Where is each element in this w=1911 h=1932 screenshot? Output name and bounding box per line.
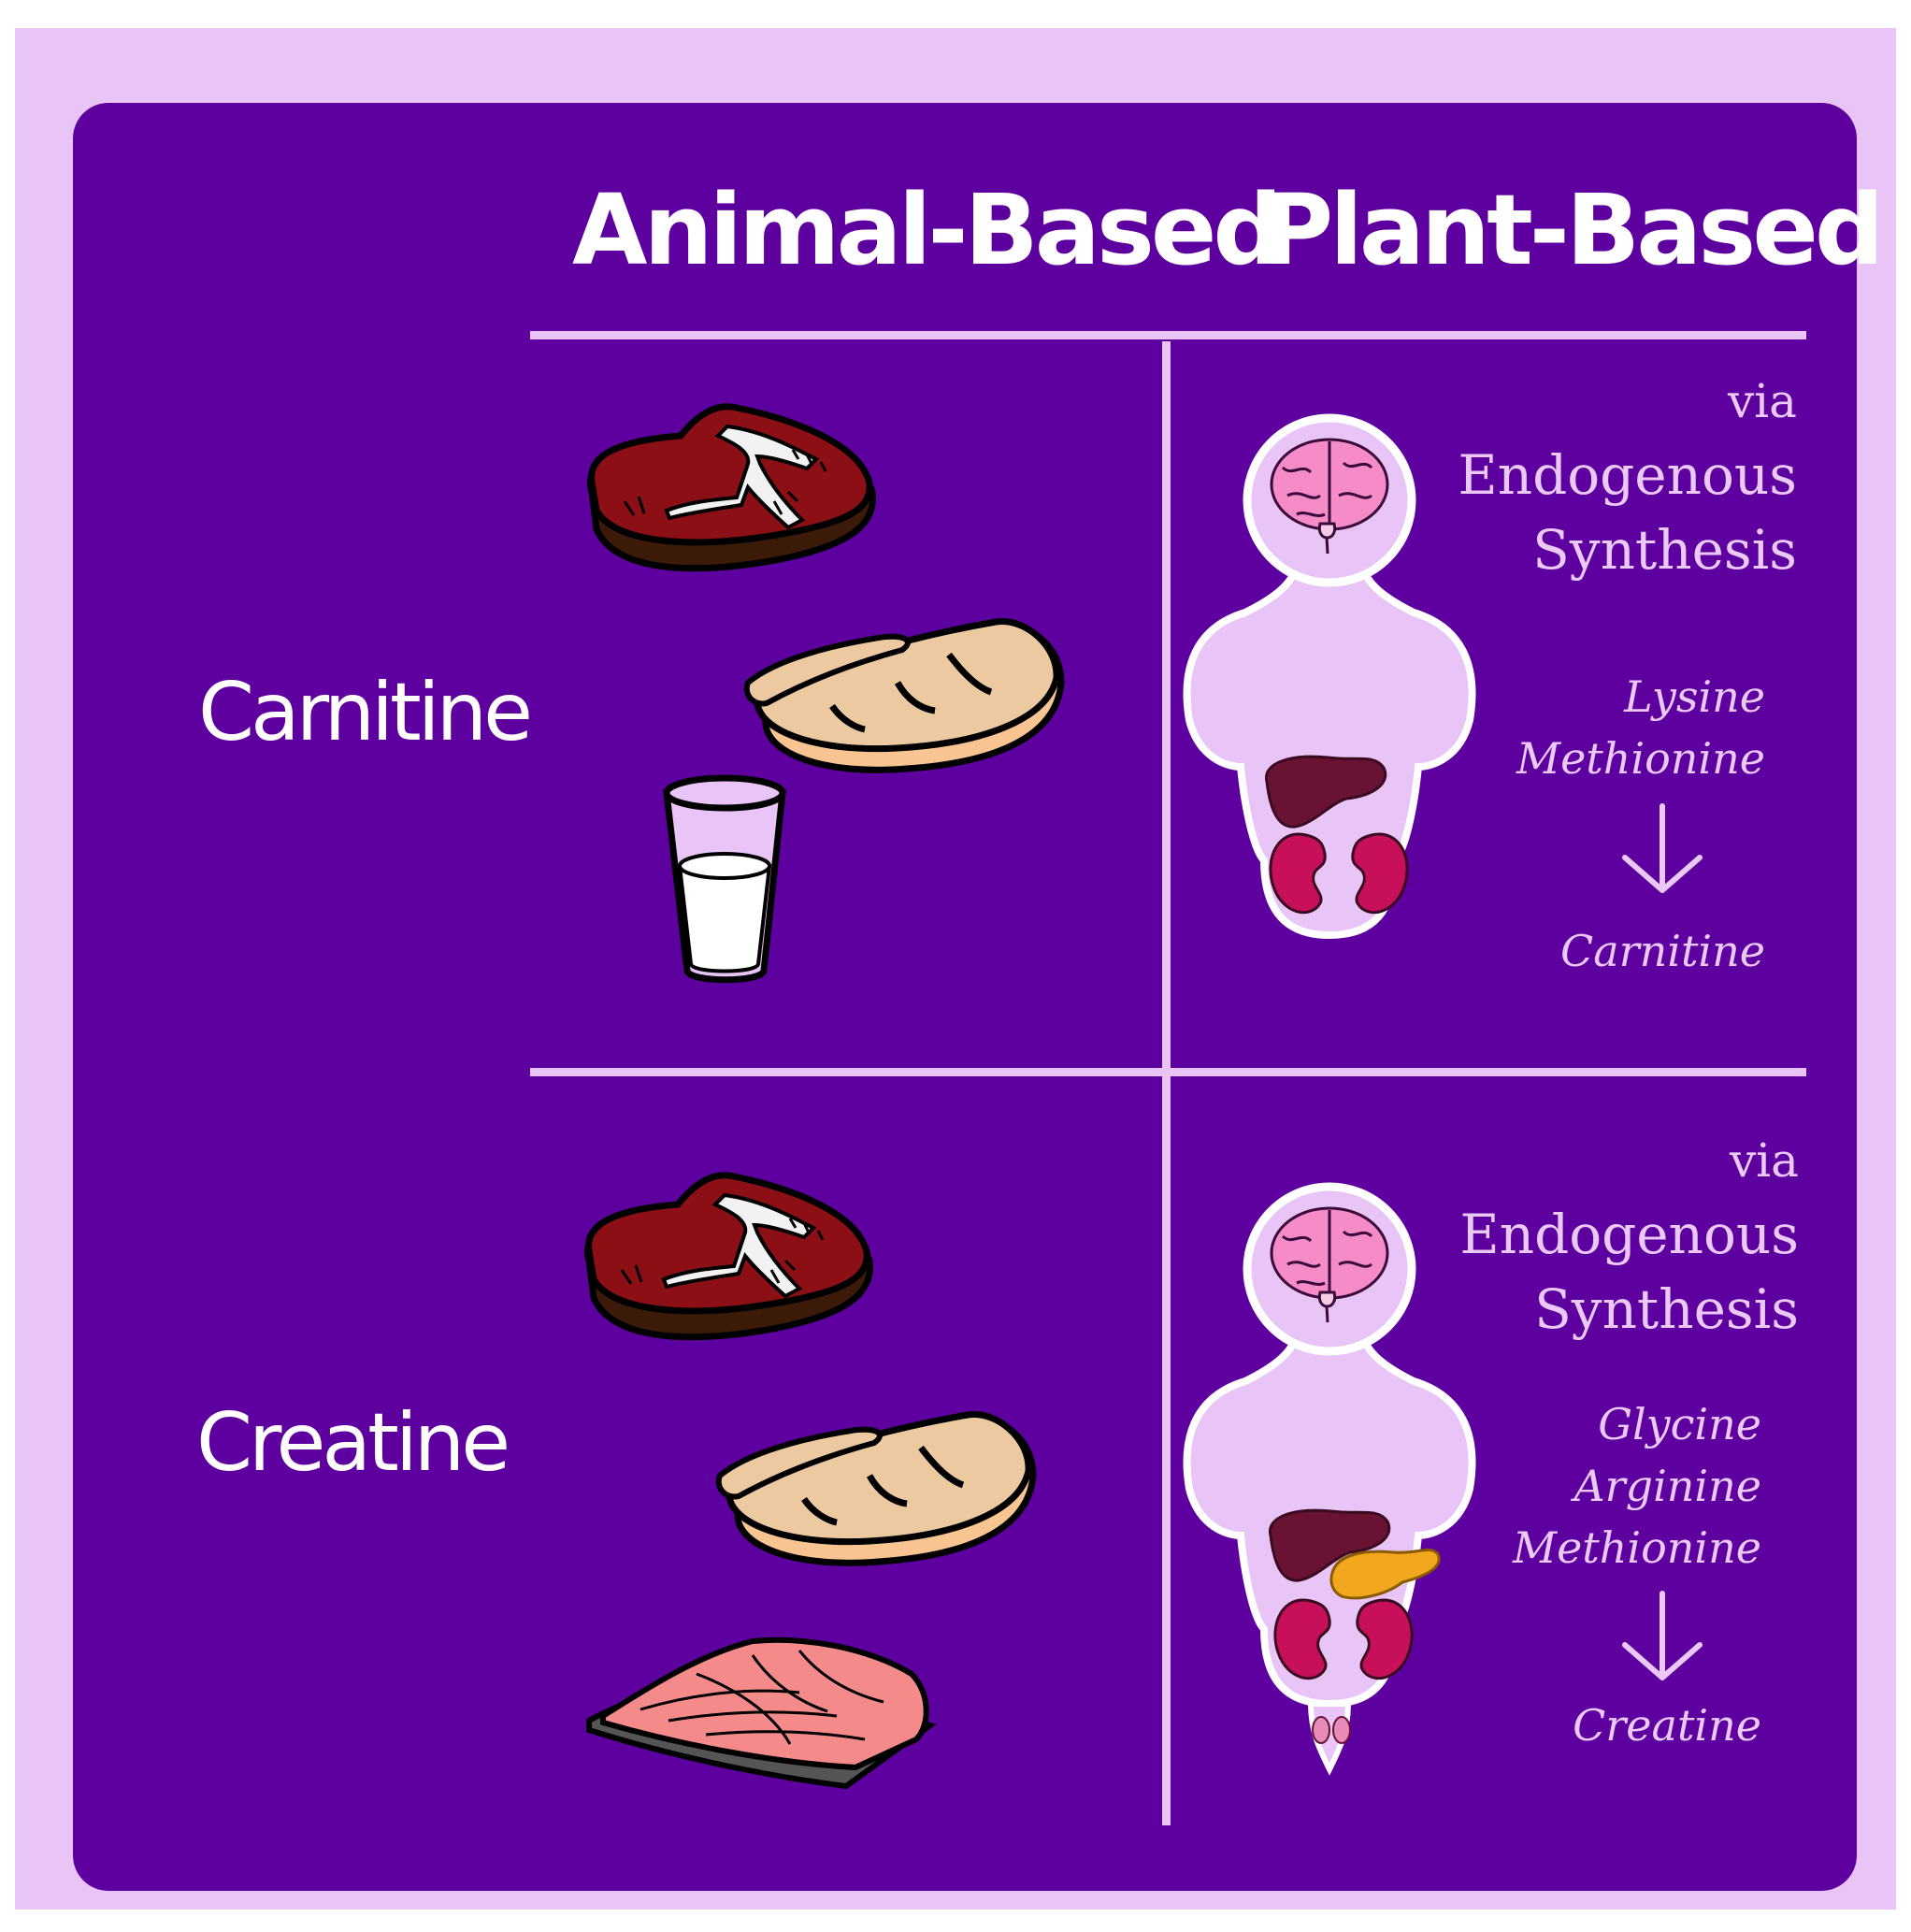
- milk-glass-icon: [663, 774, 786, 984]
- column-header-plant: Plant-Based: [1262, 173, 1884, 287]
- precursor-lysine: Lysine: [1624, 671, 1765, 722]
- salmon-fillet-icon: [586, 1636, 937, 1790]
- chicken-breast-icon: [739, 617, 1066, 781]
- steak-icon: [578, 408, 886, 585]
- precursor-arginine: Arginine: [1573, 1461, 1761, 1511]
- synthesis-line-2: Synthesis: [1532, 518, 1797, 582]
- product-carnitine: Carnitine: [1560, 926, 1765, 976]
- synthesis-line-2: Synthesis: [1534, 1277, 1799, 1341]
- precursor-glycine: Glycine: [1598, 1399, 1761, 1449]
- column-header-animal: Animal-Based: [572, 173, 1283, 287]
- column-divider: [1162, 341, 1171, 1825]
- row-header-carnitine: Carnitine: [198, 666, 533, 759]
- synthesis-line-1: Endogenous: [1459, 1203, 1799, 1266]
- precursor-methionine: Methionine: [1512, 1522, 1761, 1573]
- chicken-breast-icon: [711, 1410, 1038, 1574]
- product-creatine: Creatine: [1573, 1700, 1761, 1751]
- via-label: via: [1729, 1133, 1799, 1188]
- pancreas-icon: [1329, 1549, 1441, 1600]
- header-divider: [530, 331, 1806, 339]
- arrow-down-icon: [1625, 806, 1700, 892]
- via-label: via: [1727, 374, 1797, 428]
- figure-frame: [15, 28, 1896, 1910]
- row-header-creatine: Creatine: [196, 1396, 510, 1490]
- comparison-panel: [73, 103, 1857, 1891]
- precursor-methionine: Methionine: [1516, 733, 1765, 784]
- synthesis-line-1: Endogenous: [1458, 443, 1797, 507]
- arrow-down-icon: [1625, 1593, 1700, 1680]
- human-body-figure: [1180, 1180, 1488, 1776]
- human-body-figure: [1180, 411, 1479, 954]
- testes-icon: [1312, 1716, 1351, 1744]
- steak-icon: [575, 1176, 884, 1354]
